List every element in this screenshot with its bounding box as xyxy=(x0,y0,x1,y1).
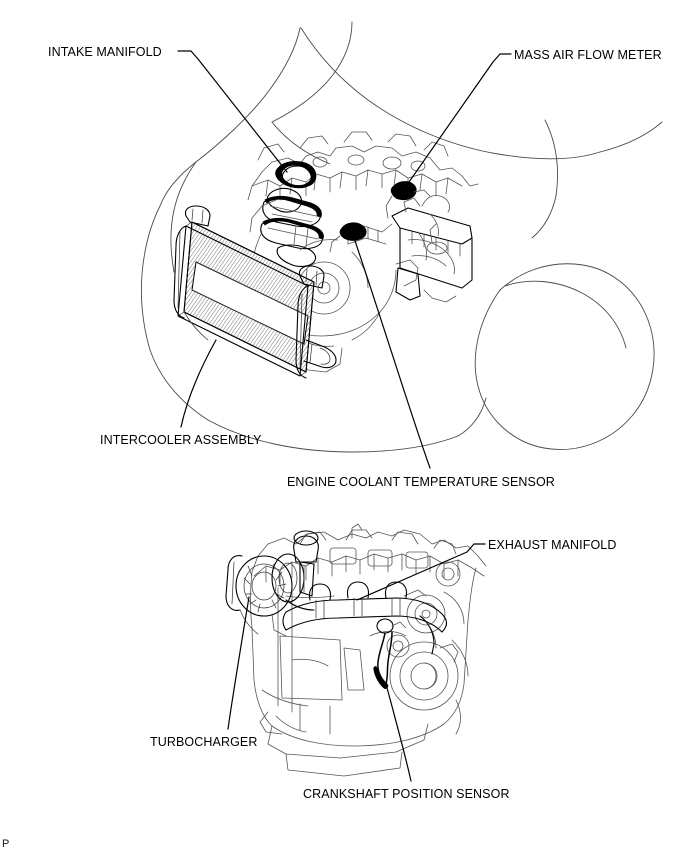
callout-label-exhaust-manifold: EXHAUST MANIFOLD xyxy=(488,538,616,552)
lower-figure-engine xyxy=(225,523,487,777)
callout-leaders xyxy=(177,50,512,782)
callout-label-mass-air-flow-meter: MASS AIR FLOW METER xyxy=(514,48,662,62)
leader-crankshaft-position-sensor xyxy=(385,683,412,782)
upper-figure-vehicle-body xyxy=(140,21,663,453)
callout-label-intercooler-assembly: INTERCOOLER ASSEMBLY xyxy=(100,433,262,447)
page-corner-mark: P xyxy=(2,838,9,850)
leader-mass-air-flow-meter xyxy=(401,53,512,193)
callout-label-turbocharger: TURBOCHARGER xyxy=(150,735,257,749)
intercooler-assembly-part xyxy=(173,205,337,379)
callout-label-intake-manifold: INTAKE MANIFOLD xyxy=(48,45,162,59)
leader-intercooler-assembly xyxy=(180,339,217,428)
engine-bay-cluster xyxy=(237,131,479,373)
callout-labels: INTAKE MANIFOLD MASS AIR FLOW METER INTE… xyxy=(48,45,662,801)
leader-intake-manifold xyxy=(177,50,288,173)
leader-engine-coolant-temperature-sensor xyxy=(352,234,431,469)
callout-label-engine-coolant-temperature-sensor: ENGINE COOLANT TEMPERATURE SENSOR xyxy=(287,475,555,489)
callout-label-crankshaft-position-sensor: CRANKSHAFT POSITION SENSOR xyxy=(303,787,510,801)
leader-exhaust-manifold xyxy=(356,543,486,601)
leader-turbocharger xyxy=(227,596,250,730)
